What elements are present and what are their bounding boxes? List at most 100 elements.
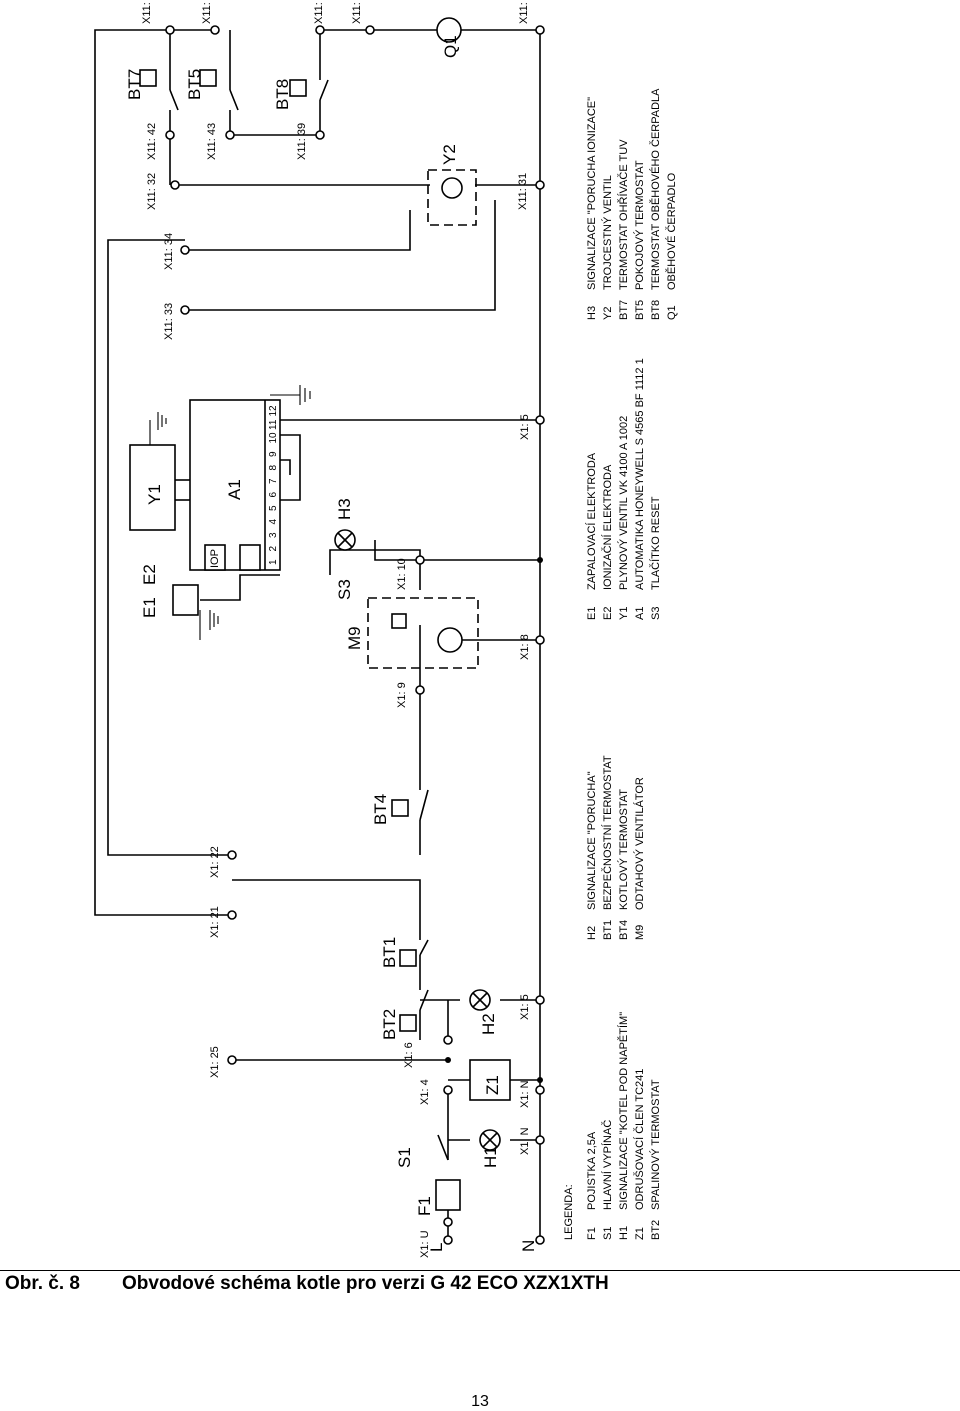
legend-code: S1 <box>602 1227 614 1240</box>
term-x1-10: X1: 10 <box>396 558 408 590</box>
legend-description: SIGNALIZACE "PORUCHA" <box>586 771 598 910</box>
a1-pin-label: 3 <box>268 532 279 538</box>
bt1-sensor-symbol <box>399 949 417 967</box>
term-x11-32: X11: 32 <box>146 173 158 210</box>
a1-pin-label: 4 <box>268 519 279 525</box>
legend-code: Z1 <box>634 1227 646 1240</box>
legend-code: E1 <box>586 607 598 620</box>
term-x11-38: X11: 38 <box>313 0 325 24</box>
legend-code: S3 <box>650 607 662 620</box>
term-x1-9: X1: 9 <box>396 682 408 708</box>
legend-column-1: F1 POJISTKA 2,5A S1 HLAVNÍ VYPÍNAČ H1 SIGNALI… <box>586 1012 662 1240</box>
a1-pin-label: 9 <box>268 451 279 457</box>
bt8-sensor-symbol <box>289 79 307 97</box>
term-x11-36: X11: 36 <box>518 0 530 24</box>
term-x1-6: X1: 6 <box>403 1042 415 1068</box>
legend-description: SIGNALIZACE "KOTEL POD NAPĚTÍM" <box>617 1012 630 1210</box>
caption-rule <box>0 1270 960 1271</box>
term-x11-31: X11: 31 <box>517 173 529 210</box>
term-x11-34: X11: 34 <box>163 233 175 270</box>
term-x1-5a: X1: 5 <box>519 994 531 1020</box>
a1-pin-label: 6 <box>268 492 279 498</box>
legend-code: M9 <box>634 925 646 940</box>
term-x11-39: X11: 39 <box>296 123 308 160</box>
legend-description: SPALINOVÝ TERMOSTAT <box>649 1079 662 1210</box>
label-e2: E2 <box>140 564 159 585</box>
legend-description: TLAČÍTKO RESET <box>649 496 662 590</box>
legend-code: H3 <box>586 306 598 320</box>
term-x1-22: X1: 22 <box>209 846 221 878</box>
bt7-sensor-symbol <box>139 69 157 87</box>
term-x11-33: X11: 33 <box>163 303 175 340</box>
term-x1-u: X1: U <box>419 1230 431 1258</box>
legend-code: H1 <box>618 1226 630 1240</box>
label-m9: M9 <box>345 626 364 650</box>
a1-pin-label: 5 <box>268 505 279 511</box>
label-bt2: BT2 <box>380 1009 399 1040</box>
legend-description: ZAPALOVACÍ ELEKTRODA <box>585 452 598 590</box>
figure-number: Obr. č. 8 <box>5 1273 80 1294</box>
a1-pin-label: 2 <box>268 546 279 552</box>
term-x11-41: X11: 41 <box>141 0 153 24</box>
legend-code: BT5 <box>634 300 646 320</box>
label-e1: E1 <box>140 597 159 618</box>
z1-filter-symbol <box>469 1059 511 1101</box>
bt5-sensor-symbol <box>199 69 217 87</box>
term-x11-37: X11: 37 <box>351 0 363 24</box>
label-s3: S3 <box>335 579 354 600</box>
legend-column-4: H3 SIGNALIZACE "PORUCHA IONIZACE" Y2 TROJCE… <box>586 88 678 320</box>
m9-motor-symbol <box>437 627 463 653</box>
term-x11-42: X11: 42 <box>146 123 158 160</box>
legend-description: IONIZAČNÍ ELEKTRODA <box>601 464 614 590</box>
legend-description: SIGNALIZACE "PORUCHA IONIZACE" <box>586 97 598 290</box>
legend-code: BT1 <box>602 920 614 940</box>
a1-pin-label: 1 <box>268 559 279 565</box>
e1-e2-electrode-symbol <box>172 584 199 616</box>
label-h3: H3 <box>335 498 354 520</box>
legend-code: Y2 <box>602 307 614 320</box>
term-x1-n-top: X1: N <box>519 1127 531 1155</box>
label-bt1: BT1 <box>380 937 399 968</box>
wiring <box>94 29 541 1240</box>
label-bt4: BT4 <box>371 794 390 825</box>
legend-code: BT2 <box>650 1220 662 1240</box>
label-bt8: BT8 <box>273 79 292 110</box>
legend-code: Y1 <box>618 607 630 620</box>
legend-description: TROJCESTNÝ VENTIL <box>601 175 614 290</box>
n-line-label: N <box>519 1240 538 1252</box>
components <box>129 17 511 1211</box>
legend-description: HLAVNÍ VYPÍNAČ <box>601 1120 614 1210</box>
legend-code: BT7 <box>618 300 630 320</box>
m9-fan-enclosure <box>367 597 479 669</box>
legend-description: AUTOMATIKA HONEYWELL S 4565 BF 1112 1 <box>634 358 646 590</box>
a1-pin-label: 12 <box>268 405 279 417</box>
fuse-f1-symbol <box>435 1179 461 1211</box>
term-x1-8: X1: 8 <box>519 634 531 660</box>
page-number: 13 <box>471 1393 489 1410</box>
l-line-label: L <box>427 1243 446 1252</box>
a1-pin-label: 8 <box>268 465 279 471</box>
legend-description: ODRUŠOVACÍ ČLEN TC241 <box>633 1069 646 1210</box>
legend-code: F1 <box>586 1227 598 1240</box>
legend-description: POJISTKA 2,5A <box>586 1131 598 1210</box>
legend-code: H2 <box>586 926 598 940</box>
a1-pin-label: 10 <box>268 432 279 444</box>
label-h2: H2 <box>479 1013 498 1035</box>
legend-code: A1 <box>634 607 646 620</box>
label-z1: Z1 <box>483 1075 502 1095</box>
term-x11-44: X11: 44 <box>201 0 213 24</box>
label-q1: Q1 <box>441 35 460 58</box>
legend-description: BEZPEČNOSTNÍ TERMOSTAT <box>601 755 614 910</box>
term-x1-n-bot: X1: N <box>519 1080 531 1108</box>
label-a1: A1 <box>225 479 244 500</box>
a1-pin-label: 11 <box>268 419 279 430</box>
term-x1-21: X1: 21 <box>209 906 221 938</box>
terminal-markers <box>165 25 545 1245</box>
y2-valve-enclosure <box>427 169 477 226</box>
bt4-sensor-symbol <box>391 799 409 817</box>
label-iop: IOP <box>209 549 221 568</box>
legend-code: BT4 <box>618 920 630 940</box>
